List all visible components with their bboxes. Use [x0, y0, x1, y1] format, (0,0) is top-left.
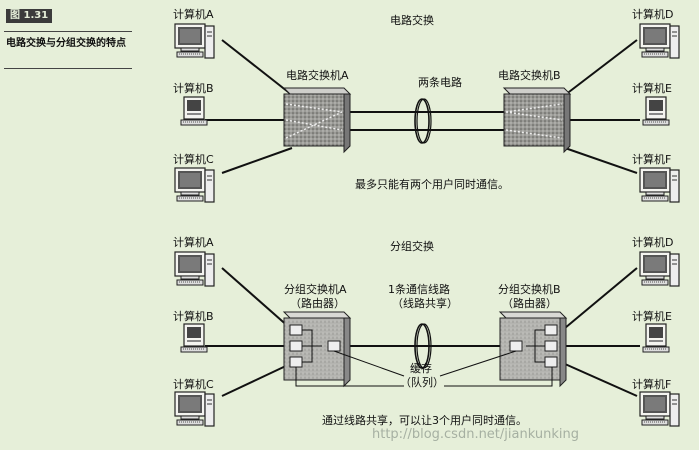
caption-divider-bottom: [4, 68, 132, 69]
circuit-switch-b-label: 电路交换机B: [498, 68, 561, 82]
packet-host-b: [180, 323, 208, 353]
packet-host-e: [642, 323, 670, 353]
circuit-host-d-label: 计算机D: [632, 7, 673, 21]
packet-link-label: 1条通信线路: [388, 282, 450, 296]
circuit-note: 最多只能有两个用户同时通信。: [355, 177, 509, 191]
circuit-host-f: [639, 167, 680, 203]
buffer-label-sub: （队列）: [400, 375, 444, 389]
packet-section: 分组交换 计算机A 计算机B 计算机C 计算机D 计算机E 计算机F 分组交换机…: [173, 235, 680, 427]
circuit-switch-b: [502, 87, 572, 154]
circuit-host-b: [180, 96, 208, 126]
buffer-pointers: [295, 350, 553, 387]
packet-host-c-label: 计算机C: [173, 377, 214, 391]
packet-switch-a-sub: （路由器）: [290, 296, 345, 310]
circuit-section: 电路交换 计算机A 计算机B 计算机C 计算机D 计算机E 计算机F 电路交换机…: [173, 7, 680, 203]
packet-host-f: [639, 391, 680, 427]
circuit-host-d: [639, 23, 680, 59]
packet-switch-b-sub: （路由器）: [502, 296, 557, 310]
circuit-host-a: [174, 23, 215, 59]
circuit-host-e: [642, 96, 670, 126]
circuit-link-label: 两条电路: [418, 75, 462, 89]
circuit-title: 电路交换: [390, 13, 434, 27]
packet-host-d-label: 计算机D: [632, 235, 673, 249]
circuit-host-f-label: 计算机F: [632, 152, 671, 166]
packet-title: 分组交换: [390, 239, 434, 253]
packet-link-ring: [414, 323, 430, 369]
packet-host-e-label: 计算机E: [632, 309, 672, 323]
circuit-switch-a-label: 电路交换机A: [286, 68, 349, 82]
packet-host-b-label: 计算机B: [173, 309, 214, 323]
caption-divider-top: [4, 31, 132, 32]
circuit-switch-a: [282, 87, 352, 154]
watermark: http://blog.csdn.net/jiankunking: [372, 427, 579, 442]
buffer-b: [509, 340, 523, 352]
packet-switch-a: [282, 311, 352, 388]
packet-switch-b-label: 分组交换机B: [498, 282, 561, 296]
circuit-host-e-label: 计算机E: [632, 81, 672, 95]
packet-host-d: [639, 251, 680, 287]
packet-switch-b: [498, 311, 568, 388]
packet-wires: [205, 267, 640, 397]
buffer-a: [327, 340, 341, 352]
packet-host-a: [174, 251, 215, 287]
packet-switch-a-label: 分组交换机A: [284, 282, 347, 296]
circuit-host-c: [174, 167, 215, 203]
packet-host-f-label: 计算机F: [632, 377, 671, 391]
circuit-host-c-label: 计算机C: [173, 152, 214, 166]
packet-link-sub: （线路共享）: [392, 296, 458, 310]
figure-caption: 电路交换与分组交换的特点: [6, 38, 126, 49]
packet-note: 通过线路共享，可以让3个用户同时通信。: [322, 413, 527, 427]
figure-number: 图 1.31: [6, 9, 53, 23]
packet-host-c: [174, 391, 215, 427]
packet-host-a-label: 计算机A: [173, 235, 214, 249]
circuit-host-a-label: 计算机A: [173, 7, 214, 21]
circuit-link-ring: [414, 98, 430, 144]
circuit-host-b-label: 计算机B: [173, 81, 214, 95]
circuit-wires: [205, 39, 640, 174]
